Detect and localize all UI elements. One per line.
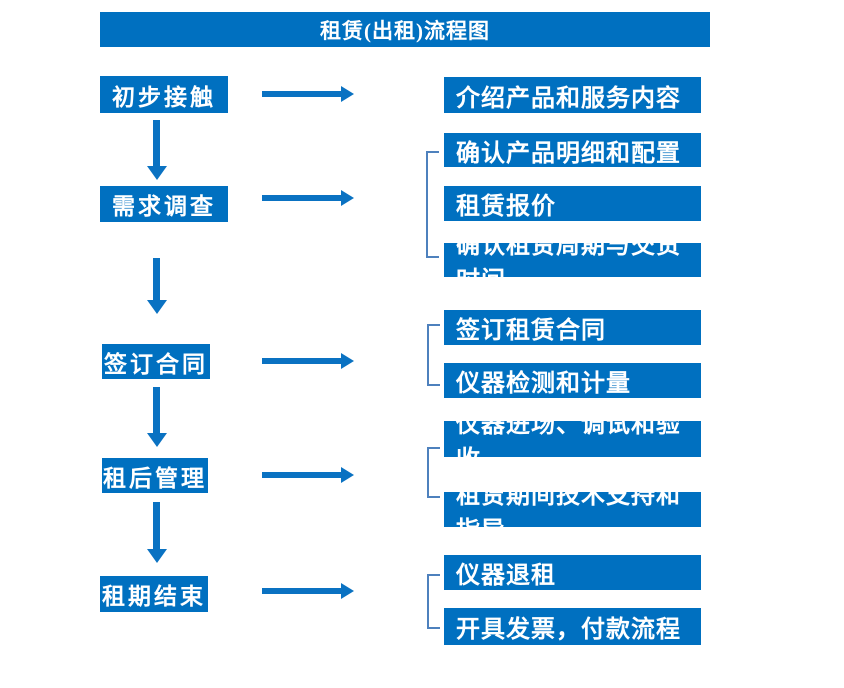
right-arrow-icon-5 xyxy=(262,588,341,594)
output-instrument-testing: 仪器检测和计量 xyxy=(444,363,701,398)
down-arrow-icon-2 xyxy=(153,258,160,300)
chart-title: 租赁(出租)流程图 xyxy=(100,12,710,47)
group-bracket-post-rental xyxy=(427,447,440,498)
step-post-rental-management: 租后管理 xyxy=(102,458,208,493)
group-bracket-lease-end xyxy=(427,574,440,629)
right-arrow-icon-4 xyxy=(262,472,341,478)
group-bracket-sign-contract xyxy=(427,324,440,386)
output-sign-lease-contract: 签订租赁合同 xyxy=(444,310,701,345)
right-arrow-icon-3 xyxy=(262,358,341,364)
output-invoice-payment: 开具发票，付款流程 xyxy=(444,608,701,645)
step-lease-end: 租期结束 xyxy=(100,576,208,612)
output-instrument-setup-acceptance: 仪器进场、调试和验收 xyxy=(444,412,701,473)
down-arrow-icon-4 xyxy=(153,502,160,549)
step-initial-contact: 初步接触 xyxy=(100,76,228,113)
down-arrow-icon-3 xyxy=(153,387,160,433)
step-sign-contract: 签订合同 xyxy=(102,344,210,379)
output-introduce-products: 介绍产品和服务内容 xyxy=(444,77,701,113)
right-arrow-icon-2 xyxy=(262,195,341,201)
down-arrow-icon-1 xyxy=(153,120,160,166)
group-bracket-demand-survey xyxy=(426,151,439,258)
output-rental-quote: 租赁报价 xyxy=(444,186,701,221)
output-confirm-product-details: 确认产品明细和配置 xyxy=(444,133,701,167)
output-technical-support: 租赁期间技术支持和指导 xyxy=(444,483,701,544)
right-arrow-icon-1 xyxy=(262,91,341,97)
step-demand-survey: 需求调查 xyxy=(100,186,228,222)
output-instrument-return: 仪器退租 xyxy=(444,555,701,590)
output-confirm-lease-period: 确认租赁周期与交货时间 xyxy=(444,233,701,294)
